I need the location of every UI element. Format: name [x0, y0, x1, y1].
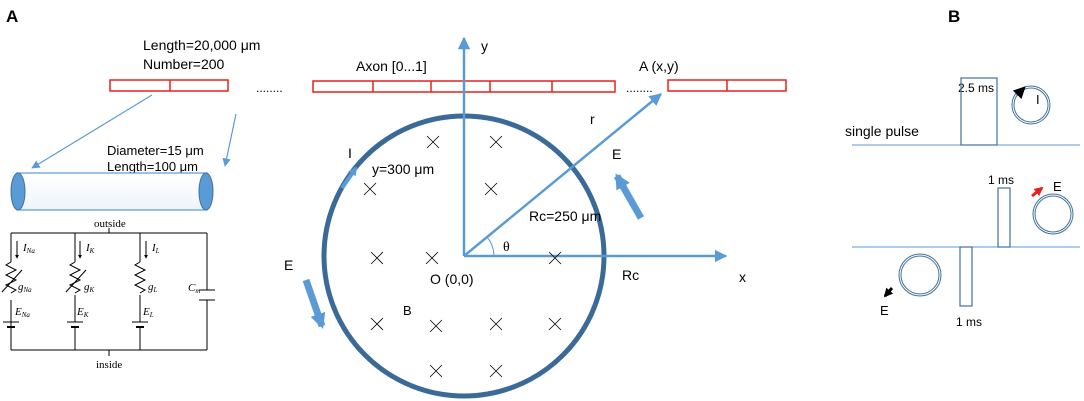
b-field-label: B: [403, 303, 412, 318]
compartment-length-label: Length=100 μm: [107, 159, 198, 174]
svg-text:IL: IL: [151, 242, 160, 255]
coil-current-label: I: [348, 145, 352, 161]
e-field-arrow-right: [613, 173, 645, 220]
axon-ellipsis-right: ........: [626, 81, 653, 95]
compartment-diameter-label: Diameter=15 μm: [107, 143, 204, 158]
circuit-outside-label: outside: [94, 218, 126, 230]
theta-label: θ: [503, 240, 510, 255]
rc-label: Rc: [622, 267, 639, 283]
e-field-right-label: E: [612, 146, 621, 162]
single-pulse-coil-icon: [1011, 85, 1051, 125]
e-field-arrow-left: [302, 278, 326, 329]
axon-number-label: Number=200: [143, 56, 225, 72]
svg-text:INa: INa: [22, 242, 35, 255]
biphasic-upper-duration: 1 ms: [988, 173, 1014, 187]
single-pulse-duration: 2.5 ms: [958, 81, 994, 95]
single-pulse-label: single pulse: [845, 123, 919, 139]
origin-label: O (0,0): [430, 271, 474, 287]
svg-text:EL: EL: [142, 306, 154, 319]
svg-text:gL: gL: [148, 281, 158, 294]
axon-ellipsis-left: ........: [256, 81, 283, 95]
rc-value-label: Rc=250 μm: [529, 208, 601, 224]
axon-name-label: Axon [0...1]: [356, 58, 427, 74]
b-field-crosses: [363, 135, 562, 378]
e-field-left-label: E: [284, 257, 293, 273]
axon-point-label: A (x,y): [639, 58, 679, 74]
svg-text:IK: IK: [85, 242, 95, 255]
biphasic-lower-duration: 1 ms: [956, 315, 982, 329]
biphasic-lower-rect: [959, 246, 973, 307]
svg-text:ENa: ENa: [14, 306, 30, 319]
radius-vector: [463, 93, 662, 257]
biphasic-upper-e-arrow: [1031, 186, 1044, 198]
single-pulse-current-label: I: [1036, 92, 1040, 107]
svg-text:gK: gK: [84, 281, 95, 294]
axon-compartment-cylinder: [10, 172, 214, 211]
radius-label: r: [590, 111, 595, 127]
panel-b-label: B: [948, 7, 960, 26]
axon-segments-right: [667, 79, 787, 92]
biphasic-lower-coil-icon: [898, 253, 942, 297]
svg-text:Cm: Cm: [188, 282, 200, 295]
zoom-arrow-right: [222, 113, 237, 167]
y-value-label: y=300 μm: [372, 161, 434, 177]
circuit-symbols: INa IK IL gNa gK gL ENa EK EL Cm: [14, 242, 200, 319]
svg-text:EK: EK: [76, 306, 89, 319]
x-axis-label: x: [739, 269, 746, 285]
theta-arc: [486, 236, 495, 257]
biphasic-upper-rect: [997, 187, 1011, 248]
biphasic-upper-e-label: E: [1053, 179, 1062, 194]
panel-a-label: A: [6, 7, 18, 26]
coil-current-arrow: [340, 166, 358, 190]
single-pulse-rect: [960, 77, 998, 146]
single-pulse-current-arrow: [1012, 86, 1026, 100]
axon-length-label: Length=20,000 μm: [143, 37, 260, 53]
biphasic-lower-e-label: E: [880, 303, 889, 318]
membrane-circuit: [1, 228, 215, 356]
circuit-inside-label: inside: [96, 359, 122, 371]
axon-segments-left: [109, 79, 229, 92]
biphasic-lower-e-arrow: [883, 287, 894, 298]
biphasic-upper-coil-icon: [1032, 193, 1074, 235]
zoom-arrow-left: [31, 94, 153, 169]
svg-text:gNa: gNa: [18, 281, 32, 294]
y-axis-label: y: [481, 38, 488, 54]
